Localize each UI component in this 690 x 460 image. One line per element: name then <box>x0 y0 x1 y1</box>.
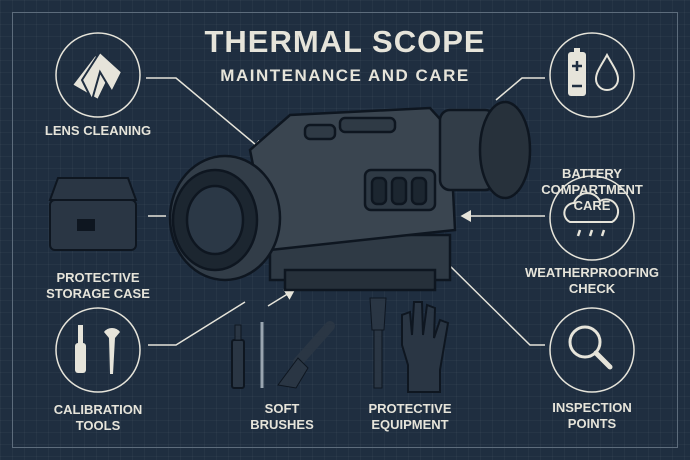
inspection-circle <box>549 307 635 393</box>
lens-circle <box>55 32 141 118</box>
page-subtitle: MAINTENANCE AND CARE <box>220 66 470 85</box>
water-drop-icon <box>594 52 620 91</box>
screwdriver-wrench-icon <box>75 325 120 374</box>
thermal-scope <box>168 100 532 292</box>
connector-battery <box>495 77 545 101</box>
cloth-icon <box>70 50 124 103</box>
connector-calibration <box>148 301 246 346</box>
battery-icon <box>568 48 586 96</box>
calibration-circle <box>55 307 141 393</box>
gloves-brush-icon <box>369 297 450 393</box>
cloud-rain-icon <box>563 192 620 237</box>
magnifier-icon <box>568 325 613 370</box>
battery-circle <box>549 32 635 118</box>
weather-circle <box>549 175 635 261</box>
storage-case-icon <box>48 177 138 251</box>
connector-inspection <box>445 261 545 346</box>
page-title: THERMAL SCOPE <box>204 24 486 59</box>
connector-brushes <box>267 289 296 307</box>
connector-lens <box>146 77 264 151</box>
frame-border <box>12 12 678 448</box>
brushes-icon <box>231 321 335 389</box>
label-lens-cleaning: LENS CLEANING <box>44 123 152 138</box>
